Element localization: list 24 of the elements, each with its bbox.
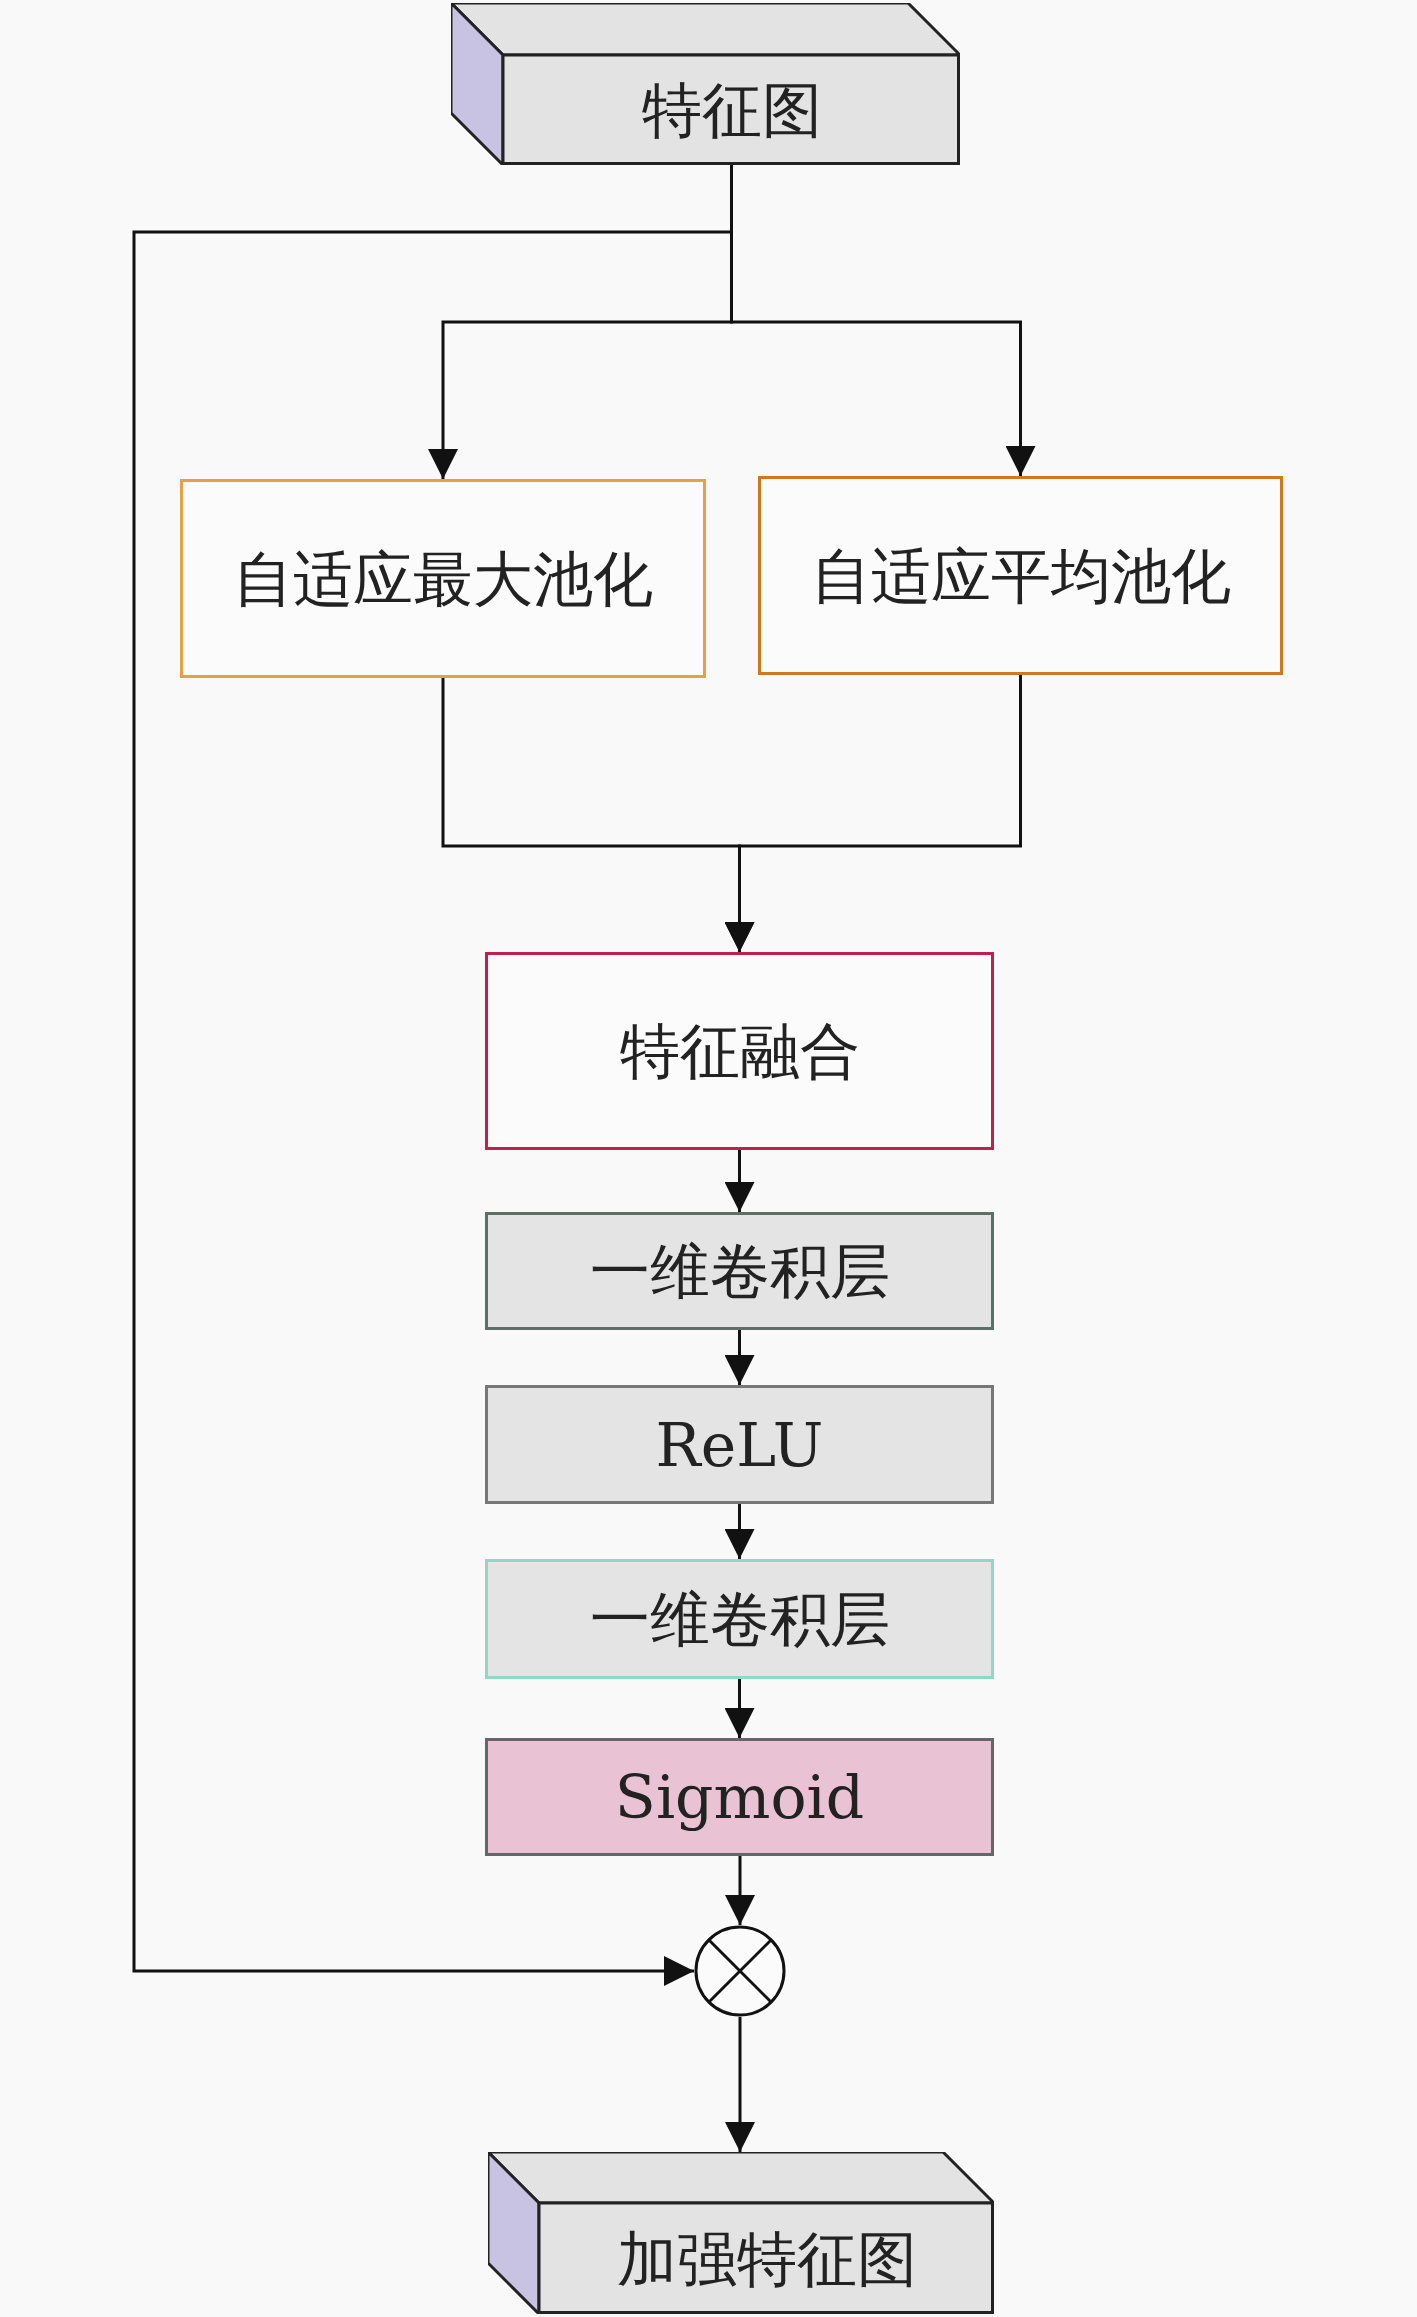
layer-box	[485, 1385, 994, 1504]
arrow	[725, 2017, 755, 2152]
layer-box	[485, 1559, 994, 1679]
layer-box	[485, 1212, 994, 1330]
box-label: 一维卷积层	[589, 1586, 890, 1652]
arrow	[724, 1679, 755, 1738]
layer-box	[485, 1738, 994, 1856]
box-label: 自适应最大池化	[233, 545, 653, 612]
arrow	[724, 1150, 755, 1212]
box-label: 自适应平均池化	[810, 542, 1231, 609]
box-label: Sigmoid	[614, 1764, 865, 1830]
arrow	[724, 1504, 755, 1559]
box-label: 特征融合	[619, 1018, 860, 1084]
arrow	[724, 675, 1022, 952]
fusion-box	[485, 952, 994, 1150]
box-label: 特征图	[641, 77, 822, 143]
box-label: 一维卷积层	[589, 1238, 890, 1304]
box-label: 加强特征图	[616, 2225, 917, 2292]
box-label: ReLU	[655, 1411, 824, 1478]
multiply-circle	[694, 1925, 786, 2017]
arrow	[724, 1330, 755, 1385]
pooling-box	[758, 476, 1283, 675]
arrow	[725, 1856, 755, 1925]
pooling-box	[180, 479, 706, 678]
